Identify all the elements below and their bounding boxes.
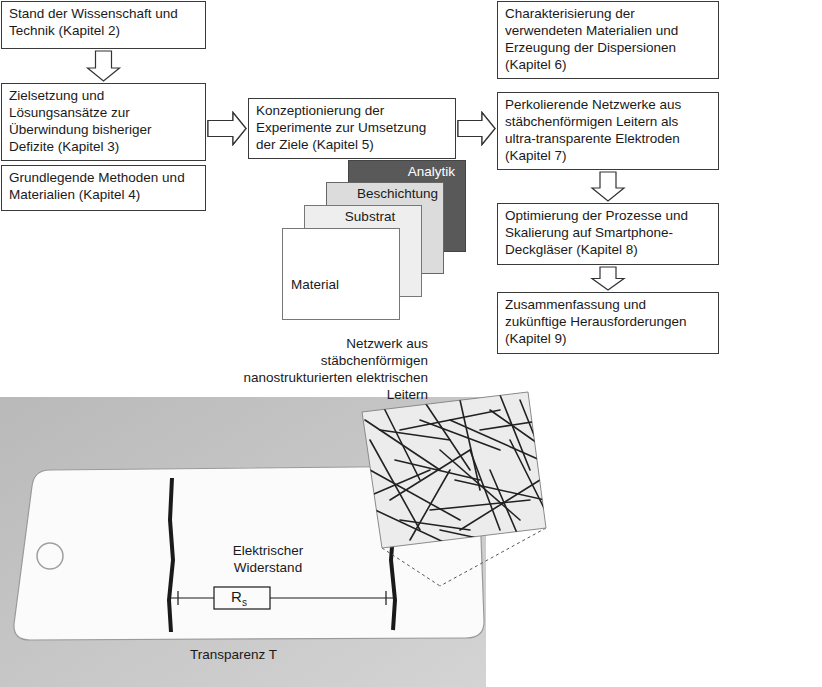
chapter-title: Zusammenfassung und zukünftige Herausfor… xyxy=(505,297,711,348)
chapter-box: Optimierung der Prozesse und Skalierung … xyxy=(497,203,719,265)
chapter-title: Zielsetzung und Lösungsansätze zur Überw… xyxy=(9,88,198,156)
flow-arrow xyxy=(458,113,495,145)
resistor-subscript: s xyxy=(242,597,247,610)
chapter-box: Konzeptionierung der Experimente zur Ums… xyxy=(248,98,456,159)
flow-arrow xyxy=(208,113,246,145)
chapter-box: Grundlegende Methoden und Materialien (K… xyxy=(1,165,206,211)
flow-arrow xyxy=(88,51,120,81)
layer-label: Substrat xyxy=(325,209,415,226)
wire-tick xyxy=(177,591,178,605)
flow-arrow xyxy=(592,172,624,201)
chapter-title: Konzeptionierung der Experimente zur Ums… xyxy=(256,103,448,154)
chapter-title: Optimierung der Prozesse und Skalierung … xyxy=(505,208,711,259)
quantity-label: Transparenz T xyxy=(190,647,277,664)
chapter-title: Perkolierende Netzwerke aus stäbchenförm… xyxy=(505,97,711,165)
chapter-title: Grundlegende Methoden und Materialien (K… xyxy=(9,170,198,204)
chapter-title: Charakterisierung der verwendeten Materi… xyxy=(505,6,711,74)
electrode-line xyxy=(169,478,173,632)
illustration-caption: Netzwerk aus stäbchenförmigen nanostrukt… xyxy=(236,336,428,404)
chapter-title: Stand der Wissenschaft und Technik (Kapi… xyxy=(9,6,198,40)
quantity-label: Elektrischer Widerstand xyxy=(208,543,328,577)
layer-label: Beschichtung xyxy=(333,186,438,203)
resistor-symbol xyxy=(214,587,270,609)
flow-arrow xyxy=(458,113,495,145)
layer-card: Material xyxy=(282,228,400,320)
resistor-symbol-letter: R xyxy=(231,588,242,607)
network-tile xyxy=(362,392,546,548)
layer-label: Material xyxy=(291,277,393,294)
chapter-box: Charakterisierung der verwendeten Materi… xyxy=(497,1,719,79)
layer-label: Analytik xyxy=(355,164,455,181)
nanowire-network xyxy=(360,395,545,545)
wire xyxy=(270,597,393,598)
wire-tick xyxy=(385,591,386,605)
chapter-box: Perkolierende Netzwerke aus stäbchenförm… xyxy=(497,92,719,170)
chapter-box: Zielsetzung und Lösungsansätze zur Überw… xyxy=(1,83,206,161)
flow-arrow xyxy=(208,113,246,145)
home-button xyxy=(37,543,63,569)
chapter-box: Stand der Wissenschaft und Technik (Kapi… xyxy=(1,1,206,49)
zoom-line xyxy=(382,548,440,586)
chapter-box: Zusammenfassung und zukünftige Herausfor… xyxy=(497,292,719,354)
flow-arrow xyxy=(592,267,624,290)
